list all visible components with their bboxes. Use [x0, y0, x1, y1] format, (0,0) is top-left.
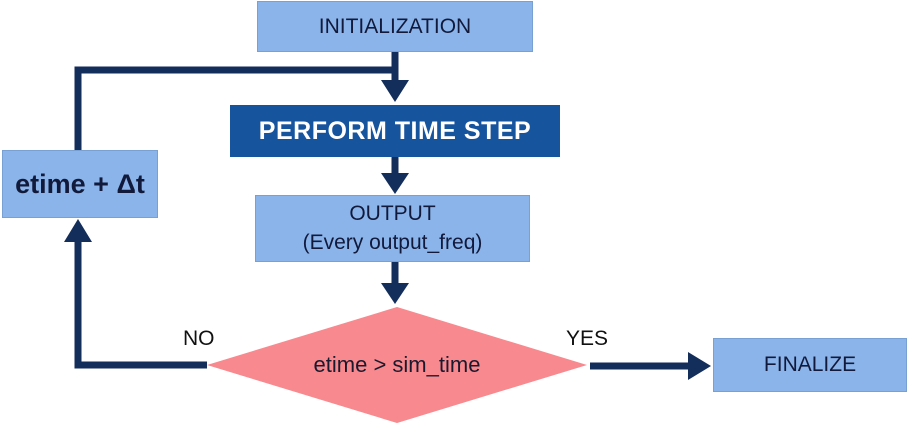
- node-output-label-line2: (Every output_freq): [302, 230, 483, 254]
- node-perform-time-step: PERFORM TIME STEP: [230, 105, 560, 157]
- node-output-label-line1: OUTPUT: [349, 202, 436, 226]
- node-initialization-label: INITIALIZATION: [318, 14, 472, 38]
- arrow-init-to-perform-head: [381, 80, 409, 102]
- node-etime-update-label: etime + Δt: [15, 168, 145, 199]
- node-decision-label: etime > sim_time: [313, 352, 481, 377]
- arrow-decision-to-etime-line: [74, 240, 207, 369]
- arrow-perform-to-output-head: [381, 173, 409, 194]
- arrow-output-to-decision-head: [381, 283, 409, 304]
- node-initialization: INITIALIZATION: [257, 1, 533, 52]
- arrow-etime-to-merge-line: [74, 66, 395, 150]
- edge-label-yes: YES: [566, 327, 609, 350]
- node-output: OUTPUT (Every output_freq): [255, 195, 530, 262]
- node-perform-time-step-label: PERFORM TIME STEP: [258, 116, 532, 145]
- node-etime-update: etime + Δt: [2, 150, 158, 218]
- edge-label-no: NO: [183, 327, 215, 350]
- arrow-decision-to-etime-head: [64, 219, 92, 242]
- node-finalize-label: FINALIZE: [763, 353, 857, 376]
- arrow-decision-to-finalize-head: [688, 352, 711, 380]
- node-finalize: FINALIZE: [713, 338, 907, 392]
